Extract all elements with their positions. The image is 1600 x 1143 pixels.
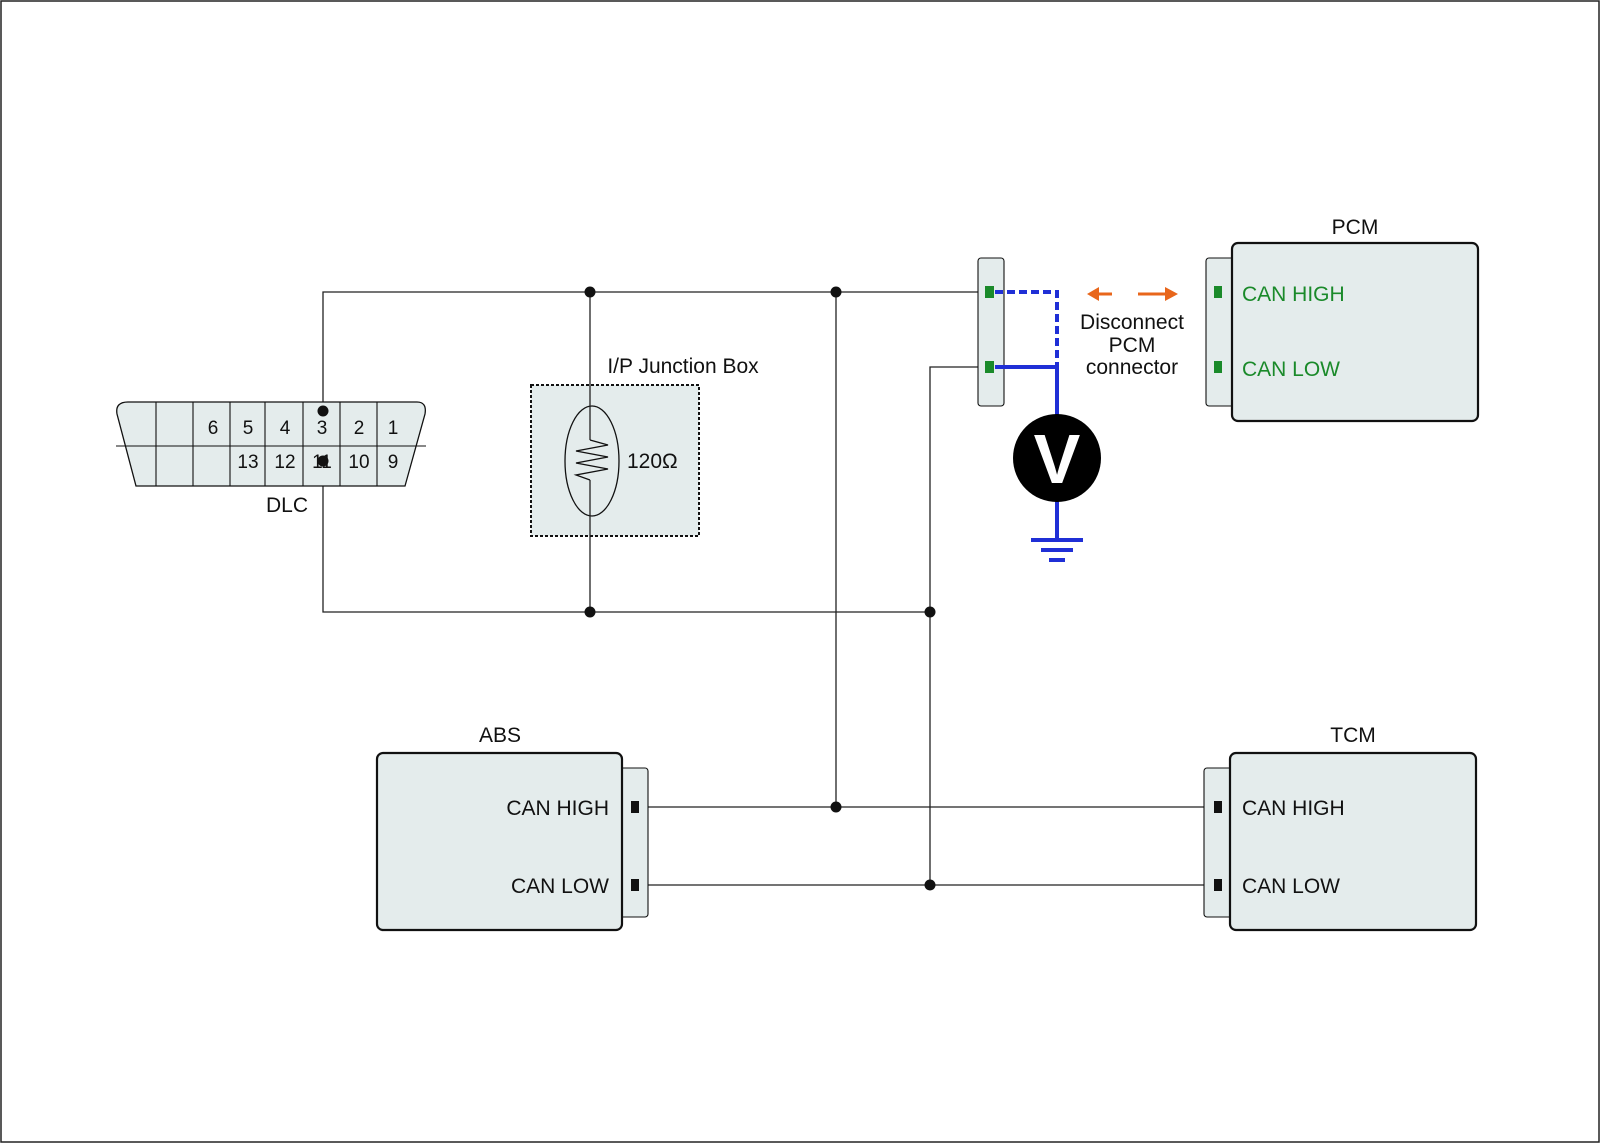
- pcm-connector: [1205, 257, 1235, 407]
- voltmeter-probe-wires: [995, 290, 1083, 562]
- tcm-body: [1228, 751, 1478, 932]
- voltmeter-symbol: V: [1034, 420, 1081, 498]
- junction-box-label: I/P Junction Box: [607, 355, 759, 378]
- harness-pin-can-high: [985, 286, 994, 298]
- junction-dot: [584, 286, 596, 298]
- resistor-enclosure: [564, 405, 620, 517]
- pcm-can-low-label: CAN LOW: [1242, 358, 1340, 381]
- dlc-pin-3-contact: [317, 405, 329, 417]
- dlc-pin-13: 13: [237, 452, 258, 473]
- tcm-can-low-label: CAN LOW: [1242, 875, 1340, 898]
- junction-dot: [924, 606, 936, 618]
- can-low-wire-pcm: [929, 366, 985, 885]
- probe-wire-can-high: [995, 290, 1059, 367]
- dlc-pin-9: 9: [388, 452, 399, 473]
- dlc-pin-12: 12: [274, 452, 295, 473]
- can-low-wire-dlc: [322, 462, 930, 613]
- voltmeter-icon: [1013, 414, 1101, 502]
- note-line-3: connector: [1086, 356, 1178, 379]
- arrow-right-icon: [1165, 287, 1178, 301]
- abs-body: [375, 751, 624, 932]
- dlc-pin-4: 4: [280, 418, 291, 439]
- pcm-can-high-label: CAN HIGH: [1242, 283, 1345, 306]
- pcm-pin-can-low: [1214, 361, 1222, 373]
- junction-dot: [584, 606, 596, 618]
- abs-label: ABS: [479, 724, 521, 747]
- tcm-can-high-label: CAN HIGH: [1242, 797, 1345, 820]
- arrow-left-icon: [1087, 287, 1099, 301]
- tcm-pin-can-high: [1214, 801, 1222, 813]
- pcm-harness-connector: [977, 257, 1005, 407]
- tcm-label: TCM: [1330, 724, 1376, 747]
- dlc-pin-5: 5: [243, 418, 254, 439]
- abs-pin-can-low: [631, 879, 639, 891]
- can-high-wire-dlc: [322, 291, 985, 410]
- junction-dot: [830, 801, 842, 813]
- disconnect-arrows: [1087, 287, 1178, 301]
- dlc-label: DLC: [266, 494, 308, 517]
- dlc-body: [116, 401, 426, 487]
- junction-box: I/P Junction Box 120Ω: [530, 355, 759, 537]
- pcm-pin-can-high: [1214, 286, 1222, 298]
- dlc-pin-10: 10: [348, 452, 369, 473]
- abs-pin-can-high: [631, 801, 639, 813]
- abs-can-low-label: CAN LOW: [511, 875, 609, 898]
- abs-module: ABS CAN HIGH CAN LOW: [375, 724, 649, 932]
- wires: [322, 291, 1215, 886]
- voltmeter: V: [1013, 414, 1101, 502]
- tcm-pin-can-low: [1214, 879, 1222, 891]
- dlc-pin-11-contact: [317, 455, 329, 467]
- pcm-body: [1230, 241, 1480, 423]
- abs-can-high-label: CAN HIGH: [506, 797, 609, 820]
- probe-wire-can-low: [995, 365, 1059, 418]
- dlc-pin-6: 6: [208, 418, 219, 439]
- pcm-label: PCM: [1332, 216, 1379, 239]
- junction-dot: [924, 879, 936, 891]
- harness-connector-body: [977, 257, 1005, 407]
- harness-pin-can-low: [985, 361, 994, 373]
- resistor-icon: [573, 439, 609, 481]
- resistor-value: 120Ω: [627, 450, 678, 473]
- junction-dot: [830, 286, 842, 298]
- disconnect-note: Disconnect PCM connector: [1080, 311, 1184, 379]
- dlc-pin-3: 3: [317, 418, 328, 439]
- junction-dots: [584, 286, 936, 891]
- dlc-pin-grid: [155, 402, 378, 486]
- note-line-1: Disconnect: [1080, 311, 1184, 334]
- pcm-module: PCM CAN HIGH CAN LOW: [1205, 216, 1480, 423]
- dlc-pin-1: 1: [388, 418, 399, 439]
- dlc-pin-2: 2: [354, 418, 365, 439]
- dlc-connector: 6 5 4 3 2 1 13 12 11 10 9 DLC: [116, 401, 426, 517]
- note-line-2: PCM: [1109, 334, 1156, 357]
- tcm-module: TCM CAN HIGH CAN LOW: [1203, 724, 1478, 932]
